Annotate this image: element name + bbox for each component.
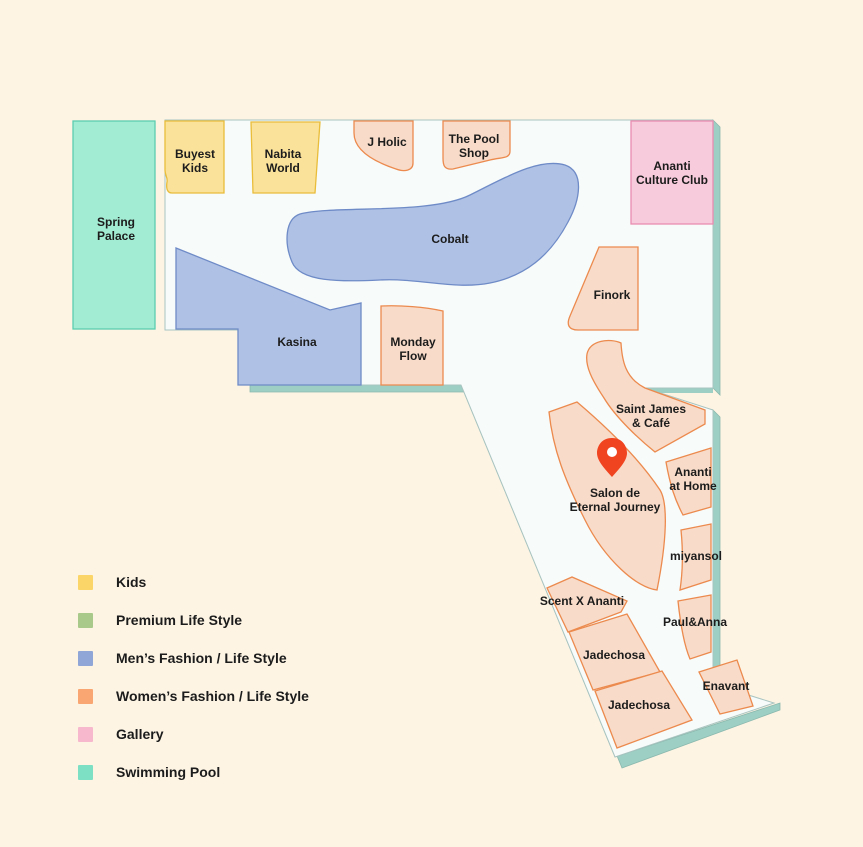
legend-swatch-kids — [78, 574, 93, 590]
svg-text:Cobalt: Cobalt — [431, 232, 468, 246]
store-jadechosa-2[interactable]: Jadechosa — [594, 670, 693, 749]
store-jadechosa-1[interactable]: Jadechosa — [568, 613, 661, 691]
legend-swatch-swimming-pool — [78, 764, 93, 780]
legend-label: Kids — [116, 574, 147, 590]
legend-swatch-mens-fashion — [78, 650, 93, 666]
store-saint-james-cafe[interactable]: Saint James& Café — [586, 339, 706, 453]
store-paul-anna[interactable]: Paul&Anna — [663, 594, 727, 660]
legend-item-swimming-pool: Swimming Pool — [78, 762, 309, 782]
legend-item-premium-life-style: Premium Life Style — [78, 610, 309, 630]
svg-text:Kasina: Kasina — [277, 335, 317, 349]
svg-text:miyansol: miyansol — [670, 549, 722, 563]
svg-text:J Holic: J Holic — [367, 135, 407, 149]
store-kasina[interactable]: Kasina — [175, 247, 362, 386]
legend-item-gallery: Gallery — [78, 724, 309, 744]
svg-text:Enavant: Enavant — [703, 679, 750, 693]
store-enavant[interactable]: Enavant — [698, 659, 754, 715]
legend-label: Premium Life Style — [116, 612, 243, 628]
svg-text:Jadechosa: Jadechosa — [608, 698, 670, 712]
svg-text:Scent X Ananti: Scent X Ananti — [540, 594, 624, 608]
svg-text:Jadechosa: Jadechosa — [583, 648, 645, 662]
location-pin-icon — [597, 438, 627, 477]
store-j-holic[interactable]: J Holic — [353, 120, 414, 172]
store-scent-x-ananti[interactable]: Scent X Ananti — [540, 576, 628, 633]
legend-swatch-womens-fashion — [78, 688, 93, 704]
svg-text:Saint James& Café: Saint James& Café — [616, 402, 686, 430]
legend-label: Swimming Pool — [116, 764, 221, 780]
store-finork[interactable]: Finork — [567, 246, 639, 331]
legend-item-mens-fashion: Men’s Fashion / Life Style — [78, 648, 309, 668]
legend-label: Women’s Fashion / Life Style — [116, 688, 309, 704]
map-legend: Kids Premium Life Style Men’s Fashion / … — [78, 572, 309, 800]
legend-label: Gallery — [116, 726, 164, 742]
legend-label: Men’s Fashion / Life Style — [116, 650, 287, 666]
store-miyansol[interactable]: miyansol — [670, 523, 722, 591]
legend-swatch-premium-life-style — [78, 612, 93, 628]
svg-text:Finork: Finork — [594, 288, 631, 302]
svg-text:Paul&Anna: Paul&Anna — [663, 615, 727, 629]
legend-item-kids: Kids — [78, 572, 309, 592]
legend-swatch-gallery — [78, 726, 93, 742]
legend-item-womens-fashion: Women’s Fashion / Life Style — [78, 686, 309, 706]
store-cobalt[interactable]: Cobalt — [286, 162, 580, 286]
